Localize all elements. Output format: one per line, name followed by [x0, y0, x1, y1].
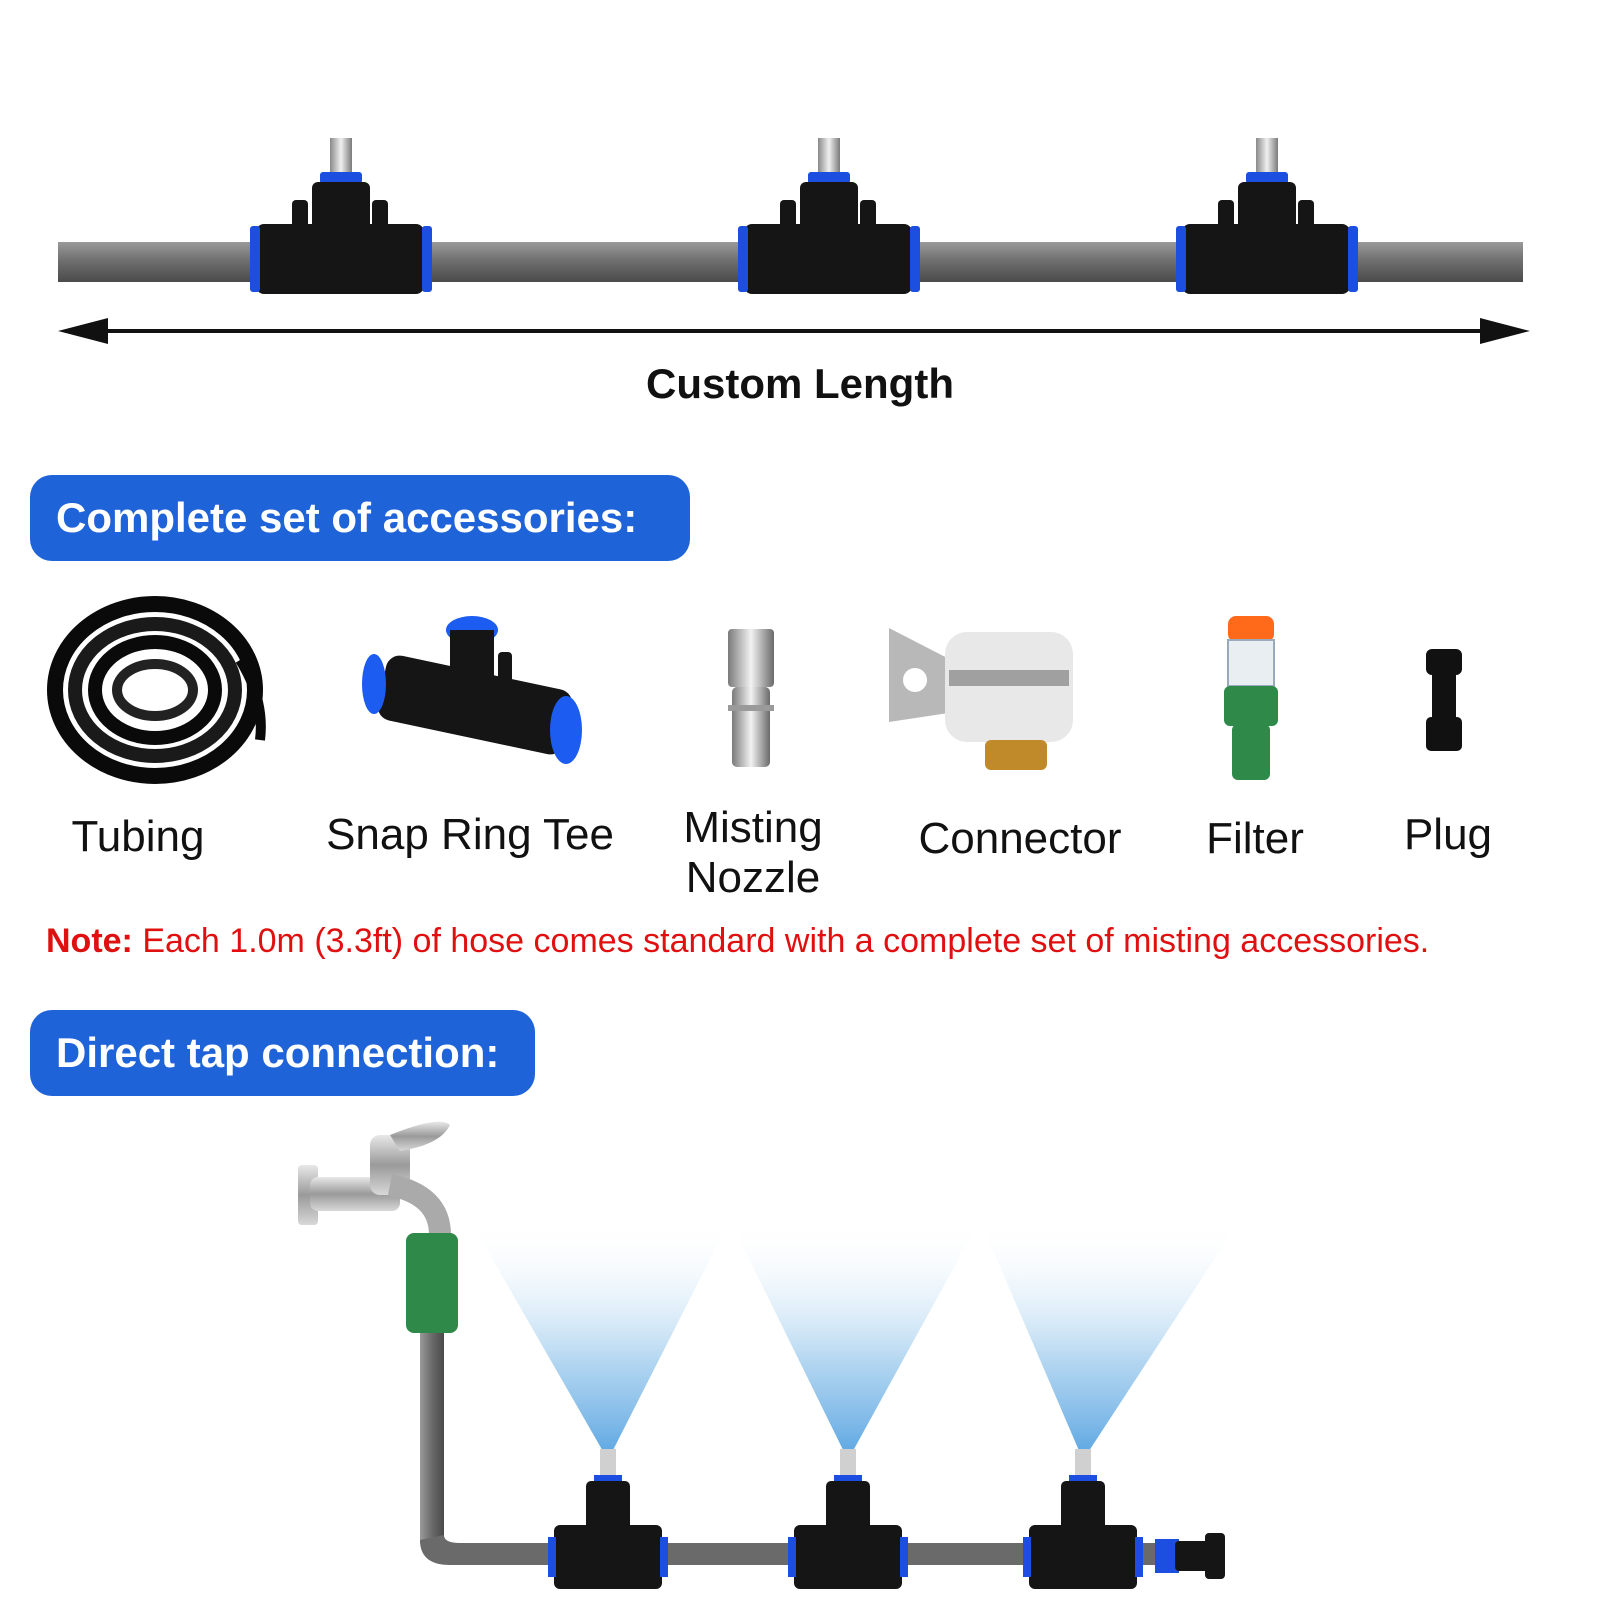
- custom-length-label: Custom Length: [646, 360, 954, 407]
- note-text: Note: Each 1.0m (3.3ft) of hose comes st…: [46, 922, 1429, 961]
- mist-spray-3: [980, 1220, 1240, 1460]
- note-prefix: Note:: [46, 922, 133, 960]
- accessory-label-filter: Filter: [1206, 814, 1304, 863]
- faucet-icon: [298, 1121, 451, 1236]
- tee-fitting-2: [738, 138, 920, 294]
- tap-coupler: [406, 1233, 458, 1333]
- tap-tee-1: [548, 1449, 668, 1589]
- accessory-label-misting-nozzle: Misting Nozzle: [683, 803, 823, 902]
- plug-icon: [1426, 649, 1462, 751]
- hose-assembly-illustration: [58, 138, 1530, 344]
- tap-connector-icon: [889, 628, 1073, 770]
- end-plug-icon: [1155, 1533, 1225, 1579]
- accessory-label-tubing: Tubing: [71, 812, 205, 861]
- misting-nozzle-icon: [728, 629, 774, 767]
- note-body: Each 1.0m (3.3ft) of hose comes standard…: [132, 922, 1430, 960]
- tee-fitting-1: [250, 138, 432, 294]
- tap-connection-heading: Direct tap connection:: [30, 1010, 535, 1096]
- filter-icon: [1224, 616, 1278, 780]
- tap-tee-2: [788, 1449, 908, 1589]
- accessory-label-connector: Connector: [918, 814, 1122, 863]
- tap-connection-illustration: [298, 1121, 1240, 1589]
- tee-fitting-3: [1176, 138, 1358, 294]
- mist-spray-2: [730, 1220, 980, 1460]
- snap-ring-tee-icon: [362, 616, 582, 764]
- mist-spray-1: [470, 1220, 730, 1460]
- tubing-coil-icon: [47, 596, 266, 784]
- accessory-label-snap-ring-tee: Snap Ring Tee: [326, 810, 614, 859]
- double-arrow-icon: [58, 318, 1530, 344]
- accessory-label-plug: Plug: [1403, 810, 1493, 859]
- accessories-heading: Complete set of accessories:: [30, 475, 690, 561]
- tap-tee-3: [1023, 1449, 1143, 1589]
